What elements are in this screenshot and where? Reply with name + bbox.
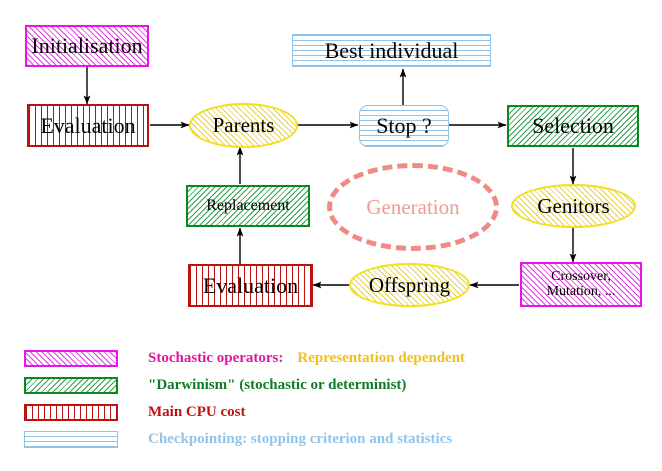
legend-row: Main CPU cost <box>24 399 644 426</box>
legend-swatch-main-cpu-cost <box>24 404 118 421</box>
node-crossover-label-line1: Crossover, <box>551 268 611 284</box>
node-selection[interactable]: Selection <box>507 105 639 147</box>
node-offspring[interactable]: Offspring <box>349 263 470 307</box>
node-genitors[interactable]: Genitors <box>511 184 636 228</box>
node-evaluation-bottom-label: Evaluation <box>202 272 299 298</box>
legend-sublabel-representation-dependent: Representation dependent <box>297 350 466 366</box>
legend-label-stochastic-operators: Stochastic operators: <box>148 350 284 366</box>
node-evaluation-bottom[interactable]: Evaluation <box>188 264 313 307</box>
legend-swatch-stochastic-operators <box>24 350 118 367</box>
legend-label-checkpointing: Checkpointing: stopping criterion and st… <box>148 431 453 447</box>
legend: Stochastic operators: Representation depe… <box>24 345 644 453</box>
node-parents[interactable]: Parents <box>189 103 298 148</box>
node-evaluation-top[interactable]: Evaluation <box>27 104 149 147</box>
legend-row: Stochastic operators: Representation depe… <box>24 345 644 372</box>
node-best-individual-label: Best individual <box>324 37 459 63</box>
node-initialisation[interactable]: Initialisation <box>25 25 149 67</box>
node-selection-label: Selection <box>532 113 614 139</box>
node-parents-label: Parents <box>212 113 275 138</box>
legend-swatch-darwinism <box>24 377 118 394</box>
legend-label-main-cpu-cost: Main CPU cost <box>148 404 246 420</box>
node-genitors-label: Genitors <box>537 193 610 218</box>
node-stop-label: Stop ? <box>376 113 432 139</box>
legend-label-wrapper: Stochastic operators: Representation depe… <box>148 350 465 367</box>
legend-label-darwinism: "Darwinism" (stochastic or determinist) <box>148 377 407 393</box>
generation-ring: Generation <box>327 163 499 251</box>
node-replacement[interactable]: Replacement <box>186 185 310 227</box>
node-initialisation-label: Initialisation <box>31 33 143 59</box>
legend-swatch-checkpointing <box>24 431 118 448</box>
node-offspring-label: Offspring <box>368 272 451 297</box>
legend-row: Checkpointing: stopping criterion and st… <box>24 426 644 453</box>
node-crossover-mutation[interactable]: Crossover, Mutation, ... <box>520 262 642 307</box>
node-evaluation-top-label: Evaluation <box>40 112 136 138</box>
legend-row: "Darwinism" (stochastic or determinist) <box>24 372 644 399</box>
generation-label: Generation <box>366 194 460 219</box>
node-best-individual[interactable]: Best individual <box>292 34 491 67</box>
node-crossover-label-line2: Mutation, ... <box>546 283 616 299</box>
node-replacement-label: Replacement <box>206 196 290 214</box>
node-stop[interactable]: Stop ? <box>359 105 449 147</box>
